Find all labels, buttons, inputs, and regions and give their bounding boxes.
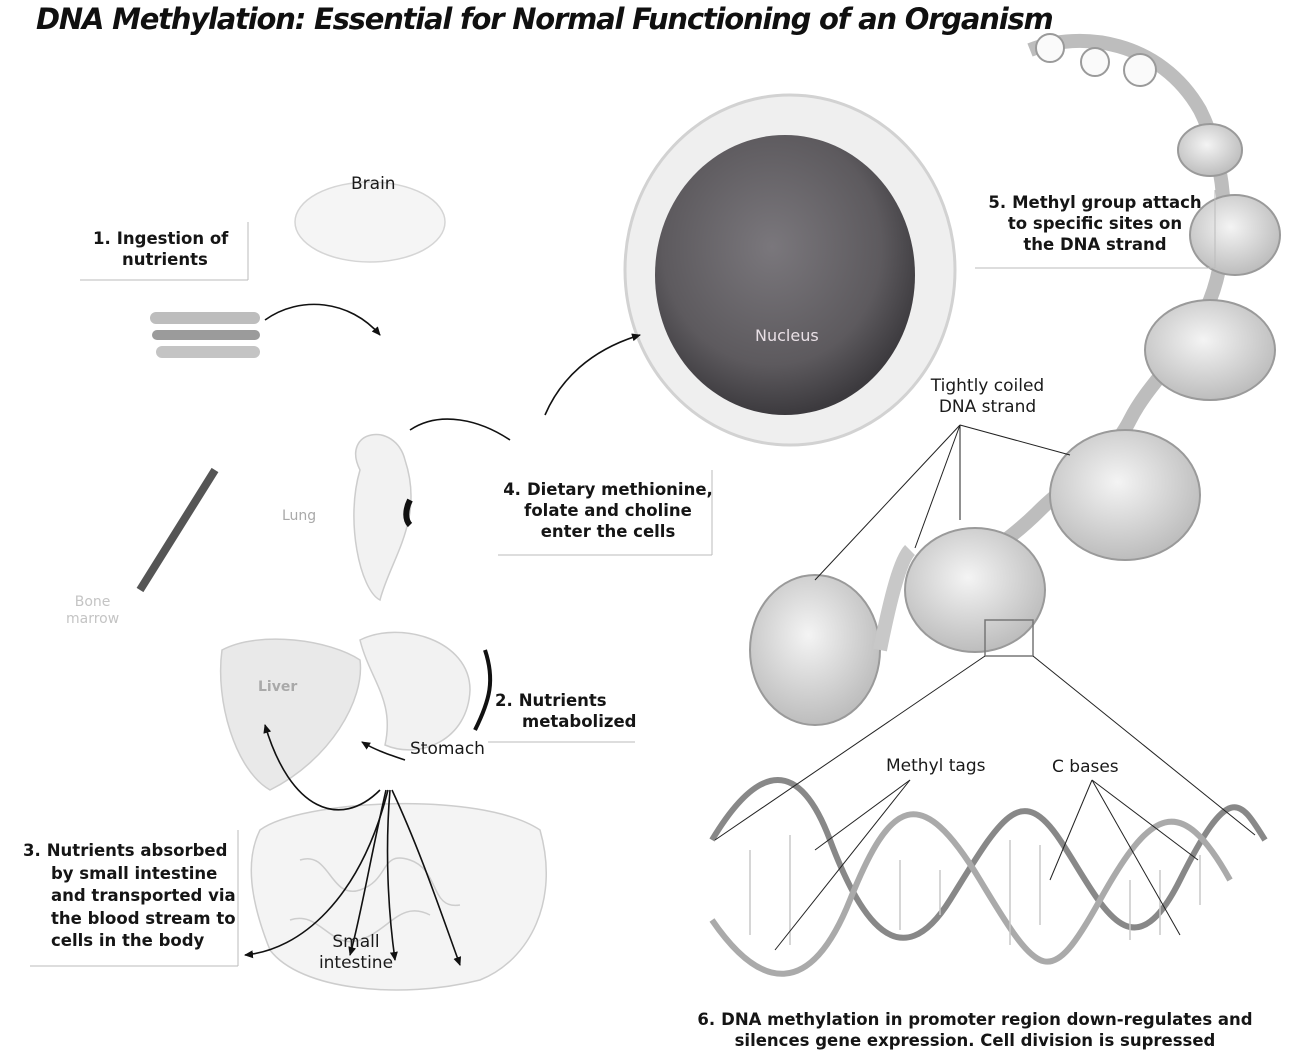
- dna-helix: [712, 780, 1265, 974]
- step-2-number: 2.: [495, 691, 513, 710]
- step-5-line-1: 5. Methyl group attach: [985, 192, 1205, 213]
- nucleus-label: Nucleus: [755, 326, 819, 345]
- step-6-text-1: DNA methylation in promoter region down-…: [721, 1010, 1253, 1029]
- step-3-line-4: the blood stream to: [23, 908, 236, 931]
- step-3-line-5: cells in the body: [23, 930, 236, 953]
- step-1-text-1: Ingestion of: [117, 229, 229, 248]
- step-5-line-3: the DNA strand: [985, 234, 1205, 255]
- coiled-dna-line-1: Tightly coiled: [915, 376, 1060, 397]
- step-4-line-1: 4. Dietary methionine,: [498, 479, 718, 500]
- step-5-line-2: to specific sites on: [985, 213, 1205, 234]
- methyl-tags-label: Methyl tags: [886, 756, 986, 776]
- step-4-label: 4. Dietary methionine, folate and choline…: [498, 479, 718, 542]
- small-intestine-line-1: Small: [316, 932, 396, 953]
- step-4-line-2: folate and choline: [498, 500, 718, 521]
- step-1-label: 1. Ingestion of nutrients: [93, 228, 228, 270]
- step-3-label: 3.Nutrients absorbed by small intestine …: [23, 840, 236, 953]
- coiled-dna-label: Tightly coiled DNA strand: [915, 376, 1060, 418]
- step-6-line-2: silences gene expression. Cell division …: [690, 1030, 1260, 1051]
- stomach-label: Stomach: [410, 739, 485, 759]
- step-3-line-3: and transported via: [23, 885, 236, 908]
- brain-shape: [295, 182, 445, 262]
- step-4-text-1: Dietary methionine,: [527, 480, 713, 499]
- step-6-number: 6.: [697, 1010, 715, 1029]
- step-3-text-1: Nutrients absorbed: [47, 841, 228, 860]
- bone-marrow-label: Bone marrow: [66, 594, 119, 628]
- intestine-shape: [251, 804, 546, 990]
- bone-shape: [140, 470, 215, 590]
- step-3-line-2: by small intestine: [23, 863, 236, 886]
- step-4-number: 4.: [503, 480, 521, 499]
- liver-label: Liver: [258, 679, 297, 695]
- step-4-line-3: enter the cells: [498, 521, 718, 542]
- step-5-text-1: Methyl group attach: [1012, 193, 1202, 212]
- lung-label: Lung: [282, 508, 316, 524]
- step-5-number: 5.: [988, 193, 1006, 212]
- bone-marrow-line-2: marrow: [66, 611, 119, 628]
- c-bases-label: C bases: [1052, 757, 1119, 777]
- small-intestine-line-2: intestine: [316, 953, 396, 974]
- stomach-shape: [360, 632, 470, 750]
- step-2-text-1: Nutrients: [519, 691, 607, 710]
- step-6-line-1: 6. DNA methylation in promoter region dow…: [690, 1009, 1260, 1030]
- arrow-ingestion: [265, 304, 380, 335]
- coiled-dna-line-2: DNA strand: [915, 397, 1060, 418]
- step-3-line-1: 3. Nutrients absorbed: [23, 840, 236, 863]
- step-2-label: 2. Nutrients metabolized: [495, 690, 636, 732]
- diagram-title: DNA Methylation: Essential for Normal Fu…: [36, 2, 1053, 36]
- heart-shape: [354, 435, 411, 600]
- small-intestine-label: Small intestine: [316, 932, 396, 974]
- step-1-line-2: nutrients: [93, 249, 228, 270]
- step-1-number: 1.: [93, 229, 111, 248]
- nucleus-shape: [655, 135, 915, 415]
- nutrients-food: [150, 312, 260, 358]
- cell: [625, 95, 955, 445]
- liver-shape: [221, 639, 361, 790]
- step-6-label: 6. DNA methylation in promoter region dow…: [690, 1009, 1260, 1051]
- brain-label: Brain: [351, 174, 396, 194]
- step-5-label: 5. Methyl group attach to specific sites …: [985, 192, 1205, 255]
- bone-marrow-line-1: Bone: [66, 594, 119, 611]
- step-3-number: 3.: [23, 841, 41, 860]
- step-2-line-1: 2. Nutrients: [495, 690, 636, 711]
- step-1-line-1: 1. Ingestion of: [93, 228, 228, 249]
- step-2-line-2: metabolized: [495, 711, 636, 732]
- arrow-to-cells: [545, 335, 640, 415]
